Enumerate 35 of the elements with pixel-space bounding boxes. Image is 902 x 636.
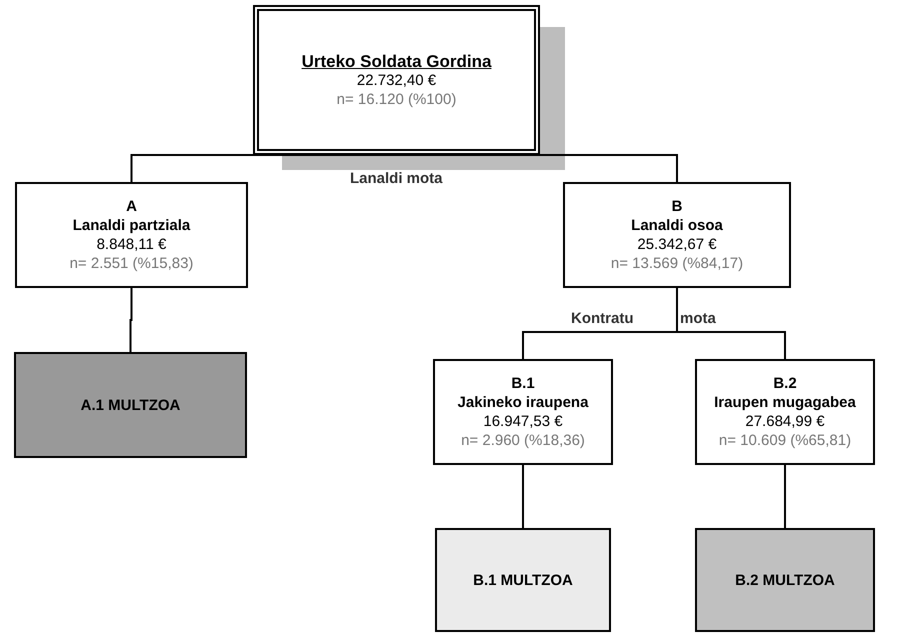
category-title: Iraupen mugagabea [714,393,856,412]
category-title: B.2 [773,374,797,393]
amount-text: 16.947,53 € [483,412,563,431]
amount-text: 25.342,67 € [637,235,717,254]
count-text: n= 16.120 (%100) [336,90,456,108]
amount-text: 22.732,40 € [356,70,436,90]
root-box [253,5,540,155]
category-title: Jakineko iraupena [458,393,588,412]
count-text: n= 2.960 (%18,36) [461,431,585,450]
group-box [695,528,875,632]
group-title: B.1 MULTZOA [473,570,573,590]
category-box [15,182,248,288]
connector-line [130,288,132,352]
count-text: n= 10.609 (%65,81) [718,431,852,450]
connector-line [396,154,678,182]
group-title: A.1 MULTZOA [80,396,180,414]
category-box [695,359,875,465]
category-title: Lanaldi partziala [72,216,190,235]
amount-text: 8.848,11 € [96,235,166,254]
count-text: n= 2.551 (%15,83) [70,254,194,273]
category-box [563,182,791,288]
group-box [435,528,611,632]
connector-line [522,465,524,528]
category-title: B [672,197,682,216]
group-title: B.2 MULTZOA [735,570,835,590]
connector-line [784,465,786,528]
count-text: n= 13.569 (%84,17) [610,254,744,273]
group-box [14,352,247,458]
category-title: B.1 [511,374,535,393]
category-title: Urteko Soldata Gordina [302,52,492,70]
connector-line [130,154,398,182]
category-title: Lanaldi osoa [631,216,723,235]
category-box [433,359,613,465]
amount-text: 27.684,99 € [745,412,825,431]
category-title: A [126,197,137,216]
